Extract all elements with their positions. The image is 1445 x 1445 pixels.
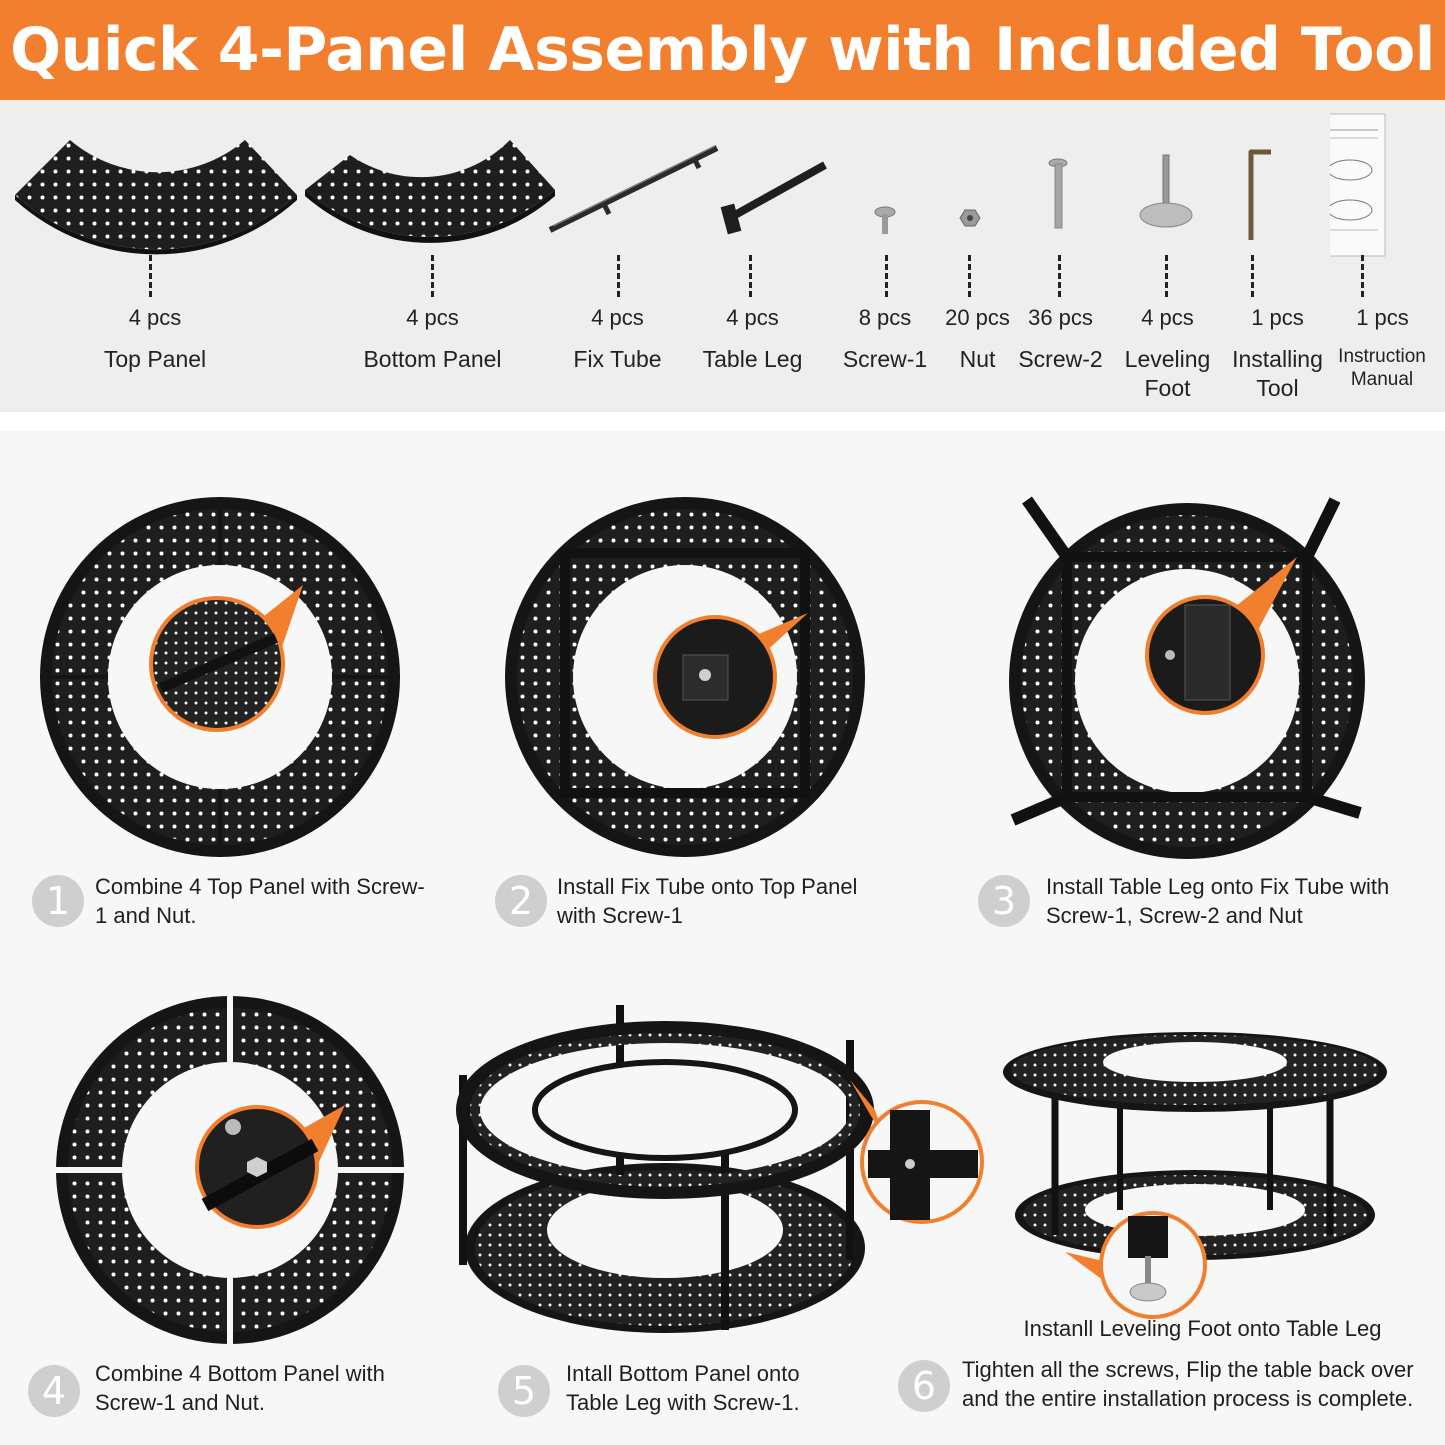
step-1-text: Combine 4 Top Panel with Screw-1 and Nut… xyxy=(95,874,425,928)
part-installing-tool: 1 pcs Installing Tool xyxy=(1225,100,1330,412)
part-quantity: 4 pcs xyxy=(726,305,779,330)
dash-line xyxy=(617,255,620,297)
step-2-badge: 2 xyxy=(495,875,547,927)
part-screw-1: 8 pcs Screw-1 xyxy=(840,100,930,412)
part-quantity: 1 pcs xyxy=(1356,305,1409,330)
part-name: Screw-2 xyxy=(1018,346,1103,372)
part-quantity: 20 pcs xyxy=(945,305,1010,330)
step-6-text: Tighten all the screws, Flip the table b… xyxy=(962,1357,1414,1411)
dash-line xyxy=(431,255,434,297)
page-title: Quick 4-Panel Assembly with Included Too… xyxy=(10,15,1435,85)
fix-tube-icon xyxy=(548,145,719,233)
hex-key-icon xyxy=(1248,149,1271,240)
step-3-badge: 3 xyxy=(978,875,1030,927)
part-fix-tube: 4 pcs Fix Tube xyxy=(545,100,719,412)
dash-line xyxy=(749,255,752,297)
nut-icon xyxy=(959,209,981,227)
part-name: Bottom Panel xyxy=(363,346,502,372)
step-1-image xyxy=(40,497,400,857)
part-quantity: 4 pcs xyxy=(406,305,459,330)
part-nut: 20 pcs Nut xyxy=(940,100,1015,412)
dash-line xyxy=(1251,255,1254,297)
part-instruction-manual: 1 pcs Instruction Manual xyxy=(1330,100,1435,412)
dash-line xyxy=(1058,255,1061,297)
step-4-image xyxy=(55,995,405,1345)
step-3-image xyxy=(1009,496,1365,859)
part-quantity: 4 pcs xyxy=(128,305,182,330)
step-2-text: Install Fix Tube onto Top Panel with Scr… xyxy=(557,874,858,928)
dash-line xyxy=(1361,255,1364,297)
step-5-badge: 5 xyxy=(498,1365,550,1417)
dash-line xyxy=(885,255,888,297)
step-1-badge: 1 xyxy=(32,875,84,927)
part-quantity: 36 pcs xyxy=(1028,305,1093,330)
part-table-leg: 4 pcs Table Leg xyxy=(690,100,827,412)
step-6-image xyxy=(1003,1032,1387,1319)
part-name: Screw-1 xyxy=(842,346,928,372)
step-3-text: Install Table Leg onto Fix Tube with Scr… xyxy=(1046,874,1390,928)
step-4-text: Combine 4 Bottom Panel with Screw-1 and … xyxy=(95,1361,385,1415)
top-panel-icon xyxy=(15,140,297,255)
screw-2-icon xyxy=(1048,158,1068,229)
part-name: Top Panel xyxy=(103,346,207,372)
step-5-image xyxy=(456,1005,984,1333)
part-name: Table Leg xyxy=(702,346,803,372)
part-name: Nut xyxy=(959,346,996,372)
leveling-foot-icon xyxy=(1139,154,1193,228)
step-6-caption: Instanll Leveling Foot onto Table Leg xyxy=(1023,1316,1382,1341)
part-bottom-panel: 4 pcs Bottom Panel xyxy=(300,100,565,412)
part-quantity: 8 pcs xyxy=(858,305,912,330)
table-leg-icon xyxy=(720,161,827,235)
part-name: Leveling Foot xyxy=(1124,346,1211,401)
bottom-panel-icon xyxy=(305,140,555,243)
header-banner: Quick 4-Panel Assembly with Included Too… xyxy=(0,0,1445,100)
part-top-panel: 4 pcs Top Panel xyxy=(10,100,300,412)
step-6-badge: 6 xyxy=(898,1360,950,1412)
part-name: Installing Tool xyxy=(1232,346,1323,401)
step-2-image xyxy=(505,497,865,857)
dash-line xyxy=(149,255,152,297)
part-quantity: 4 pcs xyxy=(1141,305,1194,330)
part-leveling-foot: 4 pcs Leveling Foot xyxy=(1120,100,1215,412)
dash-line xyxy=(968,255,971,297)
screw-1-icon xyxy=(874,206,896,234)
step-4-badge: 4 xyxy=(28,1365,80,1417)
part-quantity: 1 pcs xyxy=(1251,305,1304,330)
section-divider xyxy=(0,412,1445,430)
manual-icon xyxy=(1330,113,1386,257)
part-quantity: 4 pcs xyxy=(591,305,644,330)
part-name: Fix Tube xyxy=(573,346,662,372)
dash-line xyxy=(1165,255,1168,297)
part-name: Instruction Manual xyxy=(1338,346,1426,390)
step-5-text: Intall Bottom Panel onto Table Leg with … xyxy=(566,1361,800,1415)
parts-list: 4 pcs Top Panel 4 pcs Bottom Panel 4 pcs… xyxy=(0,100,1445,412)
part-screw-2: 36 pcs Screw-2 xyxy=(1018,100,1103,412)
